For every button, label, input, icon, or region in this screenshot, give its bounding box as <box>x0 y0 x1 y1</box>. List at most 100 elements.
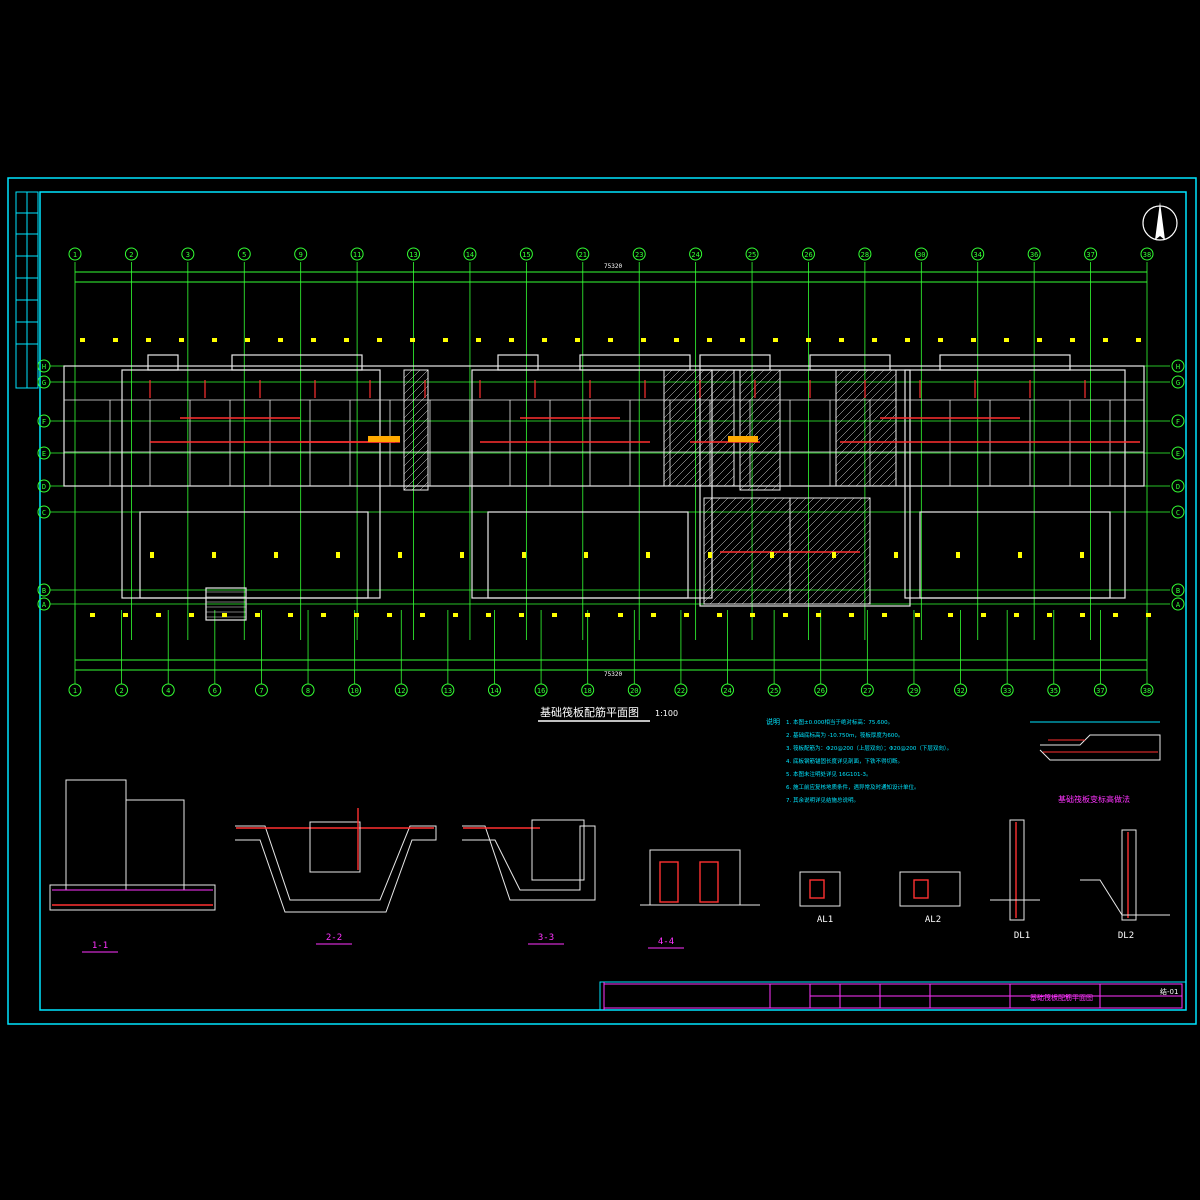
hatch-line <box>733 547 791 605</box>
note-line: 5. 本图未注明处详见 16G101-3。 <box>786 770 872 778</box>
axis-bubble-top <box>576 247 590 261</box>
dim-marker-top <box>377 338 382 342</box>
section-al1-outline <box>799 871 841 907</box>
axis-label-top: 28 <box>861 251 869 259</box>
dim-marker-top <box>707 338 712 342</box>
dim-marker-top <box>443 338 448 342</box>
hatch-line <box>703 497 729 523</box>
axis-label-bottom: 12 <box>397 687 405 695</box>
axis-label-bottom: 38 <box>1143 687 1151 695</box>
axis-bubble-top <box>68 247 82 261</box>
axis-bubble-bottom <box>581 683 595 697</box>
hatch-line <box>739 385 781 427</box>
hatch-line <box>835 369 861 395</box>
axis-bubble-bottom <box>674 683 688 697</box>
dim-marker-bottom <box>222 613 227 617</box>
hatch-line <box>715 467 735 487</box>
dim-marker-bottom <box>1014 613 1019 617</box>
axis-label-top: 3 <box>186 251 190 259</box>
hatch-line <box>781 595 791 605</box>
hatch-line <box>819 553 871 605</box>
section-dl2-base <box>1080 879 1170 916</box>
total-dimension-top: 75320 <box>604 263 622 270</box>
hatch-line <box>739 369 781 411</box>
axis-label-left: B <box>42 587 46 595</box>
hatch-line <box>835 405 897 467</box>
note-line: 7. 其余说明详见结施总说明。 <box>786 796 859 804</box>
axis-label-top: 2 <box>129 251 133 259</box>
section-label: DL2 <box>1118 931 1134 941</box>
bay-notch <box>147 354 179 371</box>
dim-marker-top <box>542 338 547 342</box>
note-line: 1. 本图±0.000相当于绝对标高：75.600。 <box>786 718 893 726</box>
dim-marker-bottom <box>1113 613 1118 617</box>
dim-marker-mid <box>212 552 216 558</box>
hatch-line <box>675 427 735 487</box>
dim-marker-mid <box>894 552 898 558</box>
hatch-line <box>835 421 897 483</box>
bay-notch <box>699 354 771 371</box>
dim-marker-top <box>146 338 151 342</box>
dim-marker-top <box>839 338 844 342</box>
axis-bubble-bottom <box>441 683 455 697</box>
hatch-line <box>811 545 871 605</box>
axis-bubble-top <box>124 247 138 261</box>
hatch-line <box>667 419 735 487</box>
hatch-line <box>789 497 815 523</box>
axis-label-bottom: 18 <box>583 687 591 695</box>
north-arrow-icon <box>1142 202 1178 241</box>
axis-bubble-right <box>1171 446 1185 460</box>
note-line: 4. 底板钢筋锚固长度详见剖面，下铁不得切断。 <box>786 757 903 765</box>
hatch-line <box>707 459 735 487</box>
dim-marker-top <box>674 338 679 342</box>
hatch-line <box>663 403 735 475</box>
shaft-hatch-4 <box>835 369 897 487</box>
dim-marker-top <box>80 338 85 342</box>
hatch-line <box>419 481 429 491</box>
axis-label-top: 5 <box>242 251 246 259</box>
axis-bubble-bottom <box>394 683 408 697</box>
inner-frame <box>39 191 1187 1011</box>
section-label: 2-2 <box>326 933 342 943</box>
block-right-low <box>919 511 1111 599</box>
hatch-line <box>403 457 429 483</box>
axis-label-bottom: 6 <box>213 687 217 695</box>
block-center <box>699 369 911 607</box>
axis-label-left: E <box>42 450 46 458</box>
title-block <box>599 981 1187 1011</box>
dim-marker-bottom <box>783 613 788 617</box>
section-1-wall <box>65 779 127 891</box>
dim-marker-top <box>740 338 745 342</box>
section-al1-rebar <box>809 879 825 899</box>
axis-bubble-bottom <box>1047 683 1061 697</box>
axis-bubble-top <box>350 247 364 261</box>
axis-bubble-bottom <box>1140 683 1154 697</box>
hatch-line <box>703 515 791 603</box>
dim-marker-mid <box>274 552 278 558</box>
dim-marker-bottom <box>750 613 755 617</box>
axis-label-top: 1 <box>73 251 77 259</box>
axis-label-top: 36 <box>1030 251 1038 259</box>
axis-label-left: F <box>42 418 46 426</box>
hatch-line <box>763 473 781 491</box>
axis-bubble-bottom <box>627 683 641 697</box>
hatch-line <box>703 497 769 563</box>
dim-marker-top <box>971 338 976 342</box>
section-1-wall-2 <box>125 799 185 891</box>
detail-step-title: 基础筏板变标高做法 <box>1058 794 1130 804</box>
dim-marker-top <box>575 338 580 342</box>
dim-marker-mid <box>770 552 774 558</box>
axis-label-right: E <box>1176 450 1180 458</box>
dim-marker-top <box>773 338 778 342</box>
hatch-line <box>827 561 871 605</box>
hatch-line <box>847 437 897 487</box>
axis-bubble-right <box>1171 505 1185 519</box>
dim-marker-bottom <box>882 613 887 617</box>
hatch-line <box>789 497 871 579</box>
dim-marker-top <box>1004 338 1009 342</box>
dim-marker-mid <box>1080 552 1084 558</box>
axis-bubble-right <box>1171 414 1185 428</box>
axis-bubble-left <box>37 583 51 597</box>
axis-bubble-bottom <box>860 683 874 697</box>
dim-marker-bottom <box>90 613 95 617</box>
